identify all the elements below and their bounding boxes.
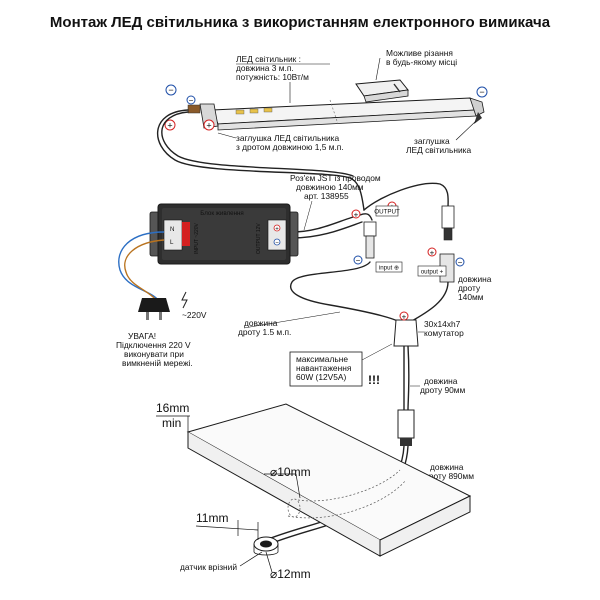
cut-profile-piece [355, 79, 409, 103]
svg-text:довжиною 140мм: довжиною 140мм [296, 182, 364, 192]
svg-text:ЛЕД світильника: ЛЕД світильника [406, 145, 471, 155]
svg-text:+: + [354, 211, 359, 220]
left-cap-label: заглушка ЛЕД світильника [236, 133, 339, 143]
psu-input-label: INPUT ~220V [194, 222, 200, 254]
plug [138, 291, 188, 320]
right-cap-label: заглушка [414, 136, 450, 146]
svg-text:+: + [275, 227, 279, 233]
svg-text:дроту 1.5 м.п.: дроту 1.5 м.п. [238, 327, 291, 337]
svg-text:−: − [458, 258, 463, 267]
cable-channel [287, 469, 407, 519]
warning-line-2: Підключення 220 V [116, 340, 191, 350]
dimension-lines [156, 415, 301, 573]
mains-cable [118, 231, 165, 301]
svg-text:арт. 138955: арт. 138955 [304, 191, 349, 201]
diagram-title: Монтаж ЛЕД світильника з використанням е… [50, 14, 551, 31]
commutator-label: комутатор [424, 328, 464, 338]
dim-11mm: 11mm [196, 511, 228, 525]
svg-text:дроту 90мм: дроту 90мм [420, 385, 466, 395]
wire-890-label: довжина [430, 462, 464, 472]
output-plus-tag: output + [417, 265, 447, 277]
svg-text:+: + [206, 121, 211, 131]
warning-title: УВАГА! [128, 331, 156, 341]
svg-text:−: − [189, 96, 194, 105]
svg-text:input ⊕: input ⊕ [379, 265, 399, 272]
dim-10mm: ⌀10mm [270, 465, 311, 479]
svg-text:в будь-якому місці: в будь-якому місці [386, 57, 457, 67]
led-chips [235, 107, 273, 115]
input-tag: input ⊕ [375, 261, 403, 273]
svg-text:навантаження: навантаження [296, 363, 351, 373]
wire-15-label: довжина [244, 318, 278, 328]
svg-text:довжина 3 м.п.: довжина 3 м.п. [236, 63, 294, 73]
svg-text:дроту: дроту [458, 283, 481, 293]
polarity-markers-lamp: − + + − − [164, 84, 488, 131]
warning-line-4: вимкненій мережі. [122, 358, 193, 368]
svg-text:з дротом довжиною 1,5 м.п.: з дротом довжиною 1,5 м.п. [236, 142, 344, 152]
psu-output-label: OUTPUT 12V [256, 223, 262, 254]
cabinet-board [186, 403, 472, 557]
svg-text:−: − [356, 256, 361, 265]
svg-text:output +: output + [421, 269, 444, 276]
led-lamp-label: ЛЕД світильник : [236, 54, 301, 64]
wire-140-label: довжина [458, 274, 492, 284]
dim-16mm: 16mm [156, 401, 189, 415]
dim-12mm: ⌀12mm [270, 567, 311, 581]
led-lamp [187, 97, 485, 131]
commutator-size: 30x14xh7 [424, 319, 461, 329]
svg-text:максимальне: максимальне [296, 354, 348, 364]
mains-voltage: ~220V [182, 310, 207, 320]
output-tag: OUTPUT [374, 205, 400, 217]
svg-text:−: − [275, 241, 279, 247]
warning-line-3: виконувати при [124, 349, 184, 359]
cut-label: Можливе різання [386, 48, 453, 58]
psu-label: Блок живлення [200, 210, 244, 217]
svg-text:60W (12V5A): 60W (12V5A) [296, 372, 346, 382]
svg-text:потужність: 10Вт/м: потужність: 10Вт/м [236, 72, 309, 82]
svg-text:N: N [170, 226, 174, 233]
power-supply: Блок живлення N L INPUT ~220V OUTPUT 12V… [149, 203, 299, 265]
svg-text:140мм: 140мм [458, 292, 484, 302]
svg-text:−: − [168, 85, 173, 95]
svg-text:−: − [479, 87, 484, 97]
svg-text:+: + [402, 313, 407, 322]
svg-text:+: + [430, 249, 435, 258]
max-load-box: максимальне навантаження 60W (12V5A) [289, 343, 393, 387]
svg-text:дроту 890мм: дроту 890мм [424, 471, 474, 481]
recessed-sensor [253, 536, 279, 556]
inline-connector [397, 409, 415, 446]
commutator: + [393, 311, 419, 347]
jst-label: Роз'єм JST із проводом [290, 173, 381, 183]
svg-text:L: L [170, 239, 174, 246]
dim-min: min [162, 416, 181, 430]
exclamation: !!! [368, 373, 380, 387]
sensor-label: датчик врізний [180, 562, 237, 572]
svg-text:+: + [167, 121, 172, 131]
svg-text:OUTPUT: OUTPUT [374, 209, 400, 216]
wire-90-label: довжина [424, 376, 458, 386]
